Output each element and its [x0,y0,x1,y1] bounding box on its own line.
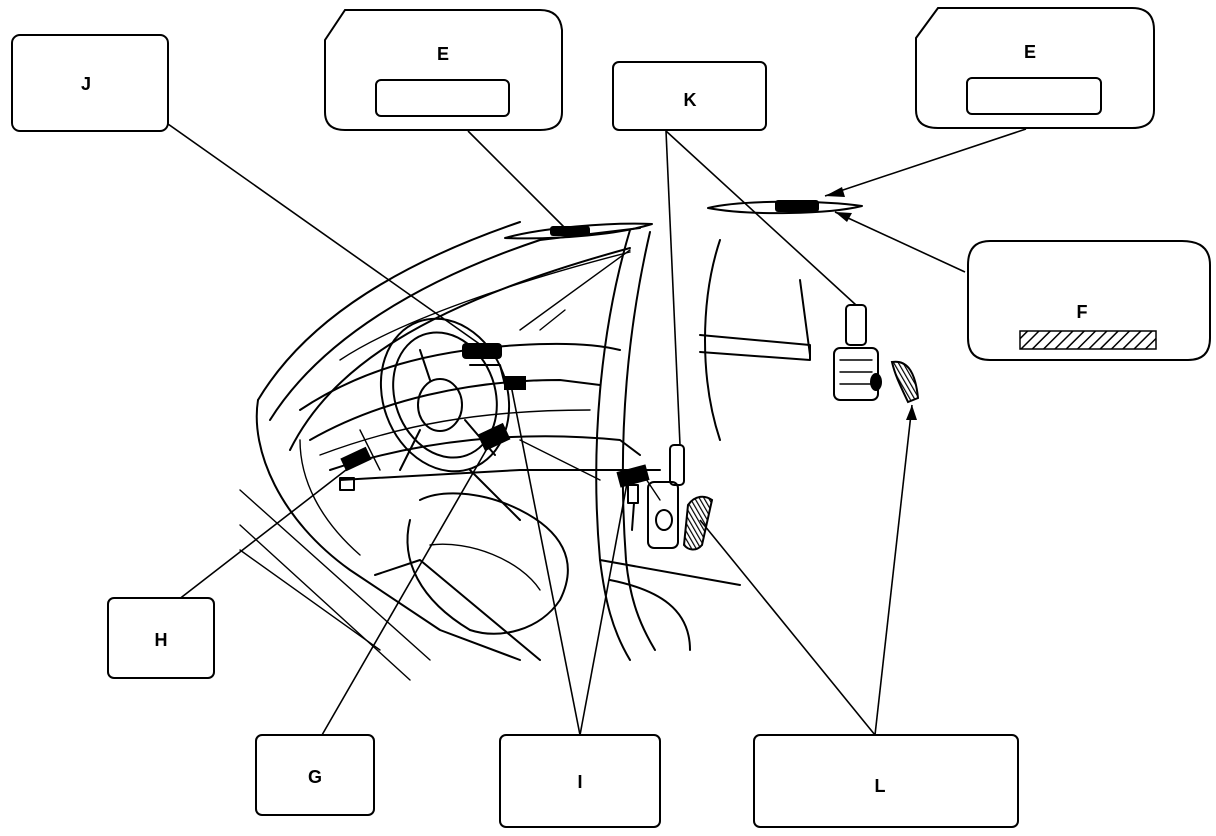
callout-j: J [11,34,169,132]
car-interior-illustration [239,200,920,681]
leader-h [177,462,356,601]
callout-e-right-label: E [1024,42,1036,62]
callout-e-left: E [324,9,563,131]
leader-e-right [824,128,1027,197]
callout-i-label: I [577,772,582,792]
callout-h-label: H [155,630,168,650]
leader-l-2 [874,404,913,736]
leader-i-2 [579,477,629,736]
callout-g: G [255,734,375,816]
callout-e-right-inner-panel [966,77,1102,115]
callout-i: I [499,734,661,828]
leader-lines [167,123,1027,736]
callout-k-label: K [684,90,697,110]
callout-h: H [107,597,215,679]
callout-e-left-label: E [437,44,449,64]
leader-i-1 [509,379,581,736]
callout-j-label: J [81,74,91,94]
leader-k-1 [665,130,681,446]
callout-f-hatched-panel [1019,330,1157,350]
leader-e-left [467,130,566,229]
callout-f-label: F [1077,302,1088,322]
callout-e-left-inner-panel [375,79,510,117]
leader-g [321,439,493,736]
leader-l-1 [699,519,876,736]
leader-k-2 [665,130,857,306]
leader-f [834,211,966,273]
callout-g-label: G [308,767,322,787]
callout-k: K [612,61,767,131]
callout-e-right: E [915,7,1155,129]
leader-j [167,123,489,351]
callout-f: F [967,240,1211,361]
callout-l-label: L [875,776,886,796]
callout-l: L [753,734,1019,828]
